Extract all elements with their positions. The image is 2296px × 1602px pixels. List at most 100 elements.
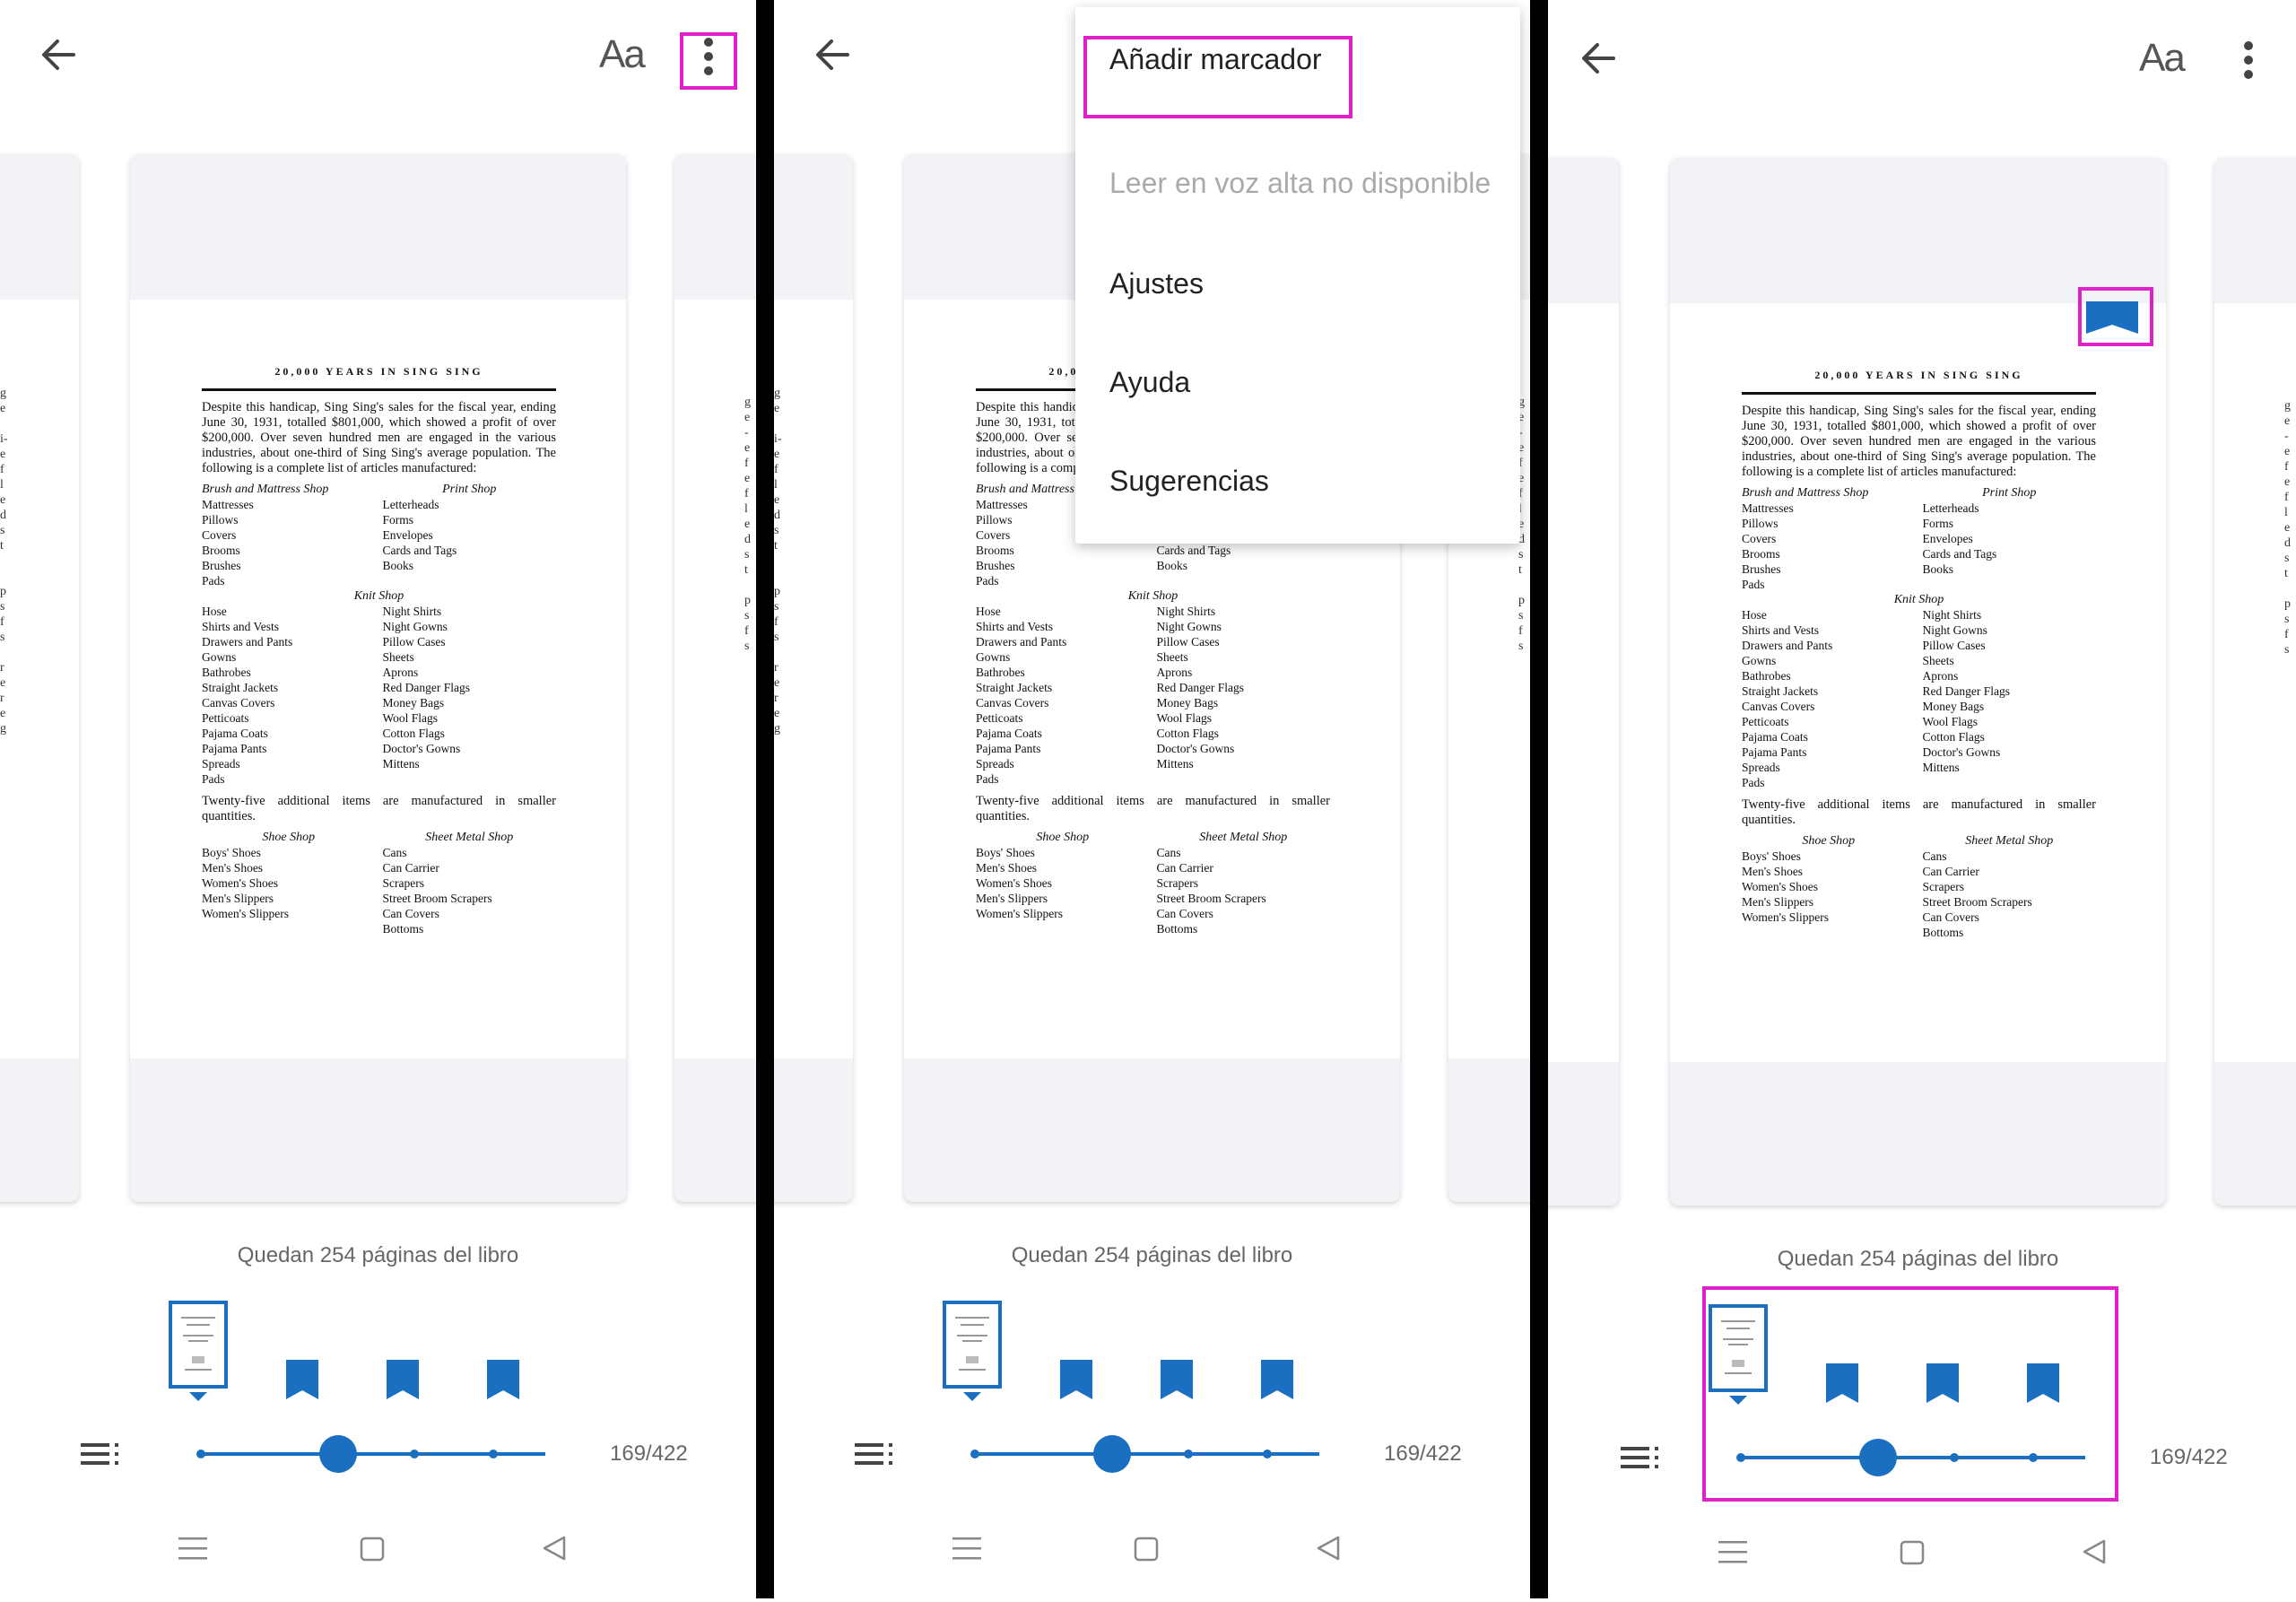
current-page-thumbnail[interactable] bbox=[169, 1301, 228, 1389]
back-arrow-icon[interactable] bbox=[1578, 38, 1619, 79]
book-list-item: Aprons bbox=[1922, 669, 1959, 683]
book-list-item: Night Shirts bbox=[1922, 608, 1982, 622]
current-page-thumbnail[interactable] bbox=[1709, 1304, 1768, 1392]
home-square-icon[interactable] bbox=[360, 1537, 385, 1562]
book-list-item: Brooms bbox=[202, 544, 240, 557]
slider-track[interactable] bbox=[1739, 1456, 2085, 1459]
bookmark-icon[interactable] bbox=[1261, 1360, 1293, 1399]
shop-heading: Sheet Metal Shop bbox=[1199, 831, 1288, 844]
next-page-card[interactable] bbox=[674, 154, 756, 1202]
page-counter: 169/422 bbox=[2150, 1445, 2228, 1469]
previous-page-card[interactable] bbox=[1540, 158, 1619, 1206]
book-list-item: Night Gowns bbox=[382, 620, 448, 633]
bookmark-icon[interactable] bbox=[1826, 1363, 1858, 1403]
previous-page-card[interactable] bbox=[774, 154, 853, 1202]
menu-item-3[interactable]: Ayuda bbox=[1109, 366, 1191, 398]
nav-back-triangle-icon[interactable] bbox=[1315, 1535, 1342, 1562]
slider-tick bbox=[196, 1450, 205, 1458]
menu-item-4[interactable]: Sugerencias bbox=[1109, 465, 1269, 497]
table-of-contents-icon[interactable] bbox=[855, 1442, 894, 1466]
book-list-item: Women's Shoes bbox=[1742, 880, 1818, 893]
book-list-item: Brushes bbox=[976, 559, 1015, 572]
current-page-thumbnail[interactable] bbox=[943, 1301, 1002, 1389]
book-list-item: Petticoats bbox=[1742, 715, 1789, 728]
slider-knob[interactable] bbox=[1859, 1439, 1897, 1476]
next-page-card[interactable] bbox=[2214, 158, 2296, 1206]
running-head: 20,000 YEARS IN SING SING bbox=[202, 364, 556, 391]
bookmark-icon[interactable] bbox=[2027, 1363, 2059, 1403]
slider-track[interactable] bbox=[973, 1452, 1319, 1456]
book-list-item: Petticoats bbox=[202, 711, 249, 725]
book-list-item: Pillows bbox=[976, 513, 1013, 527]
page-bookmark-icon[interactable] bbox=[2086, 301, 2138, 337]
previous-page-card[interactable] bbox=[0, 154, 79, 1202]
book-list-item: Pajama Pants bbox=[202, 742, 267, 755]
book-list-item: Can Carrier bbox=[1156, 861, 1213, 875]
book-list-item: Doctor's Gowns bbox=[1156, 742, 1235, 755]
current-page-card[interactable]: 20,000 YEARS IN SING SING Despite this h… bbox=[1670, 158, 2166, 1206]
book-list-item: Women's Slippers bbox=[976, 907, 1063, 920]
book-list-item: Shirts and Vests bbox=[976, 620, 1054, 633]
page-counter: 169/422 bbox=[1384, 1441, 1462, 1466]
book-list-item: Pads bbox=[1742, 578, 1765, 591]
book-list-item: Men's Slippers bbox=[976, 892, 1048, 905]
book-list-item: Scrapers bbox=[1922, 880, 1964, 893]
book-list-item: Women's Slippers bbox=[202, 907, 289, 920]
book-list-item: Men's Shoes bbox=[976, 861, 1038, 875]
thumbnail-pointer bbox=[189, 1392, 207, 1401]
table-of-contents-icon[interactable] bbox=[81, 1442, 120, 1466]
book-list-item: Letterheads bbox=[382, 498, 439, 511]
shop-heading: Knit Shop bbox=[1127, 589, 1178, 603]
slider-knob[interactable] bbox=[319, 1435, 357, 1473]
home-square-icon[interactable] bbox=[1900, 1540, 1925, 1565]
book-list-item: Cards and Tags bbox=[1156, 544, 1231, 557]
book-list-item: Night Shirts bbox=[382, 605, 442, 618]
book-list-item: Wool Flags bbox=[382, 711, 439, 725]
font-settings-button[interactable]: Aa bbox=[599, 32, 646, 76]
book-paragraph: Despite this handicap, Sing Sing's sales… bbox=[1742, 404, 2096, 479]
book-list-item: Men's Shoes bbox=[202, 861, 264, 875]
current-page-card[interactable]: 20,000 YEARS IN SING SING Despite this h… bbox=[130, 154, 626, 1202]
book-list-item: Sheets bbox=[1922, 654, 1954, 667]
book-list-item: Men's Shoes bbox=[1742, 865, 1804, 878]
book-list-item: Drawers and Pants bbox=[202, 635, 293, 649]
recents-menu-icon[interactable] bbox=[952, 1536, 981, 1561]
pages-remaining-label: Quedan 254 páginas del libro bbox=[1011, 1243, 1293, 1267]
more-vert-icon[interactable] bbox=[695, 36, 722, 77]
menu-item-2[interactable]: Ajustes bbox=[1109, 267, 1204, 300]
running-head: 20,000 YEARS IN SING SING bbox=[1742, 368, 2096, 395]
back-arrow-icon[interactable] bbox=[38, 34, 79, 75]
menu-item-0[interactable]: Añadir marcador bbox=[1109, 43, 1322, 75]
bookmark-icon[interactable] bbox=[1060, 1360, 1092, 1399]
back-arrow-icon[interactable] bbox=[812, 34, 853, 75]
book-list-item: Money Bags bbox=[1156, 696, 1219, 710]
book-list-item: Mattresses bbox=[1742, 501, 1794, 515]
home-square-icon[interactable] bbox=[1134, 1537, 1159, 1562]
recents-menu-icon[interactable] bbox=[178, 1536, 207, 1561]
recents-menu-icon[interactable] bbox=[1718, 1539, 1747, 1564]
book-list-item: Envelopes bbox=[1922, 532, 1973, 545]
slider-track[interactable] bbox=[199, 1452, 545, 1456]
bookmark-icon[interactable] bbox=[387, 1360, 419, 1399]
bookmark-icon[interactable] bbox=[286, 1360, 318, 1399]
bookmark-icon[interactable] bbox=[487, 1360, 519, 1399]
table-of-contents-icon[interactable] bbox=[1621, 1446, 1660, 1469]
font-settings-button[interactable]: Aa bbox=[2139, 36, 2186, 80]
book-list-item: Mattresses bbox=[976, 498, 1028, 511]
slider-knob[interactable] bbox=[1093, 1435, 1131, 1473]
book-list-item: Women's Shoes bbox=[202, 876, 278, 890]
nav-back-triangle-icon[interactable] bbox=[541, 1535, 568, 1562]
book-list-item: Doctor's Gowns bbox=[1922, 745, 2001, 759]
book-list-item: Hose bbox=[202, 605, 227, 618]
more-vert-icon[interactable] bbox=[2235, 39, 2262, 81]
book-list-item: Pajama Pants bbox=[976, 742, 1041, 755]
bookmark-icon[interactable] bbox=[1926, 1363, 1959, 1403]
bookmark-icon[interactable] bbox=[1161, 1360, 1193, 1399]
pages-remaining-label: Quedan 254 páginas del libro bbox=[1777, 1247, 2059, 1271]
nav-back-triangle-icon[interactable] bbox=[2081, 1538, 2108, 1565]
book-list-item: Sheets bbox=[382, 650, 414, 664]
book-list-item: Scrapers bbox=[382, 876, 424, 890]
book-list-item: Pajama Pants bbox=[1742, 745, 1807, 759]
